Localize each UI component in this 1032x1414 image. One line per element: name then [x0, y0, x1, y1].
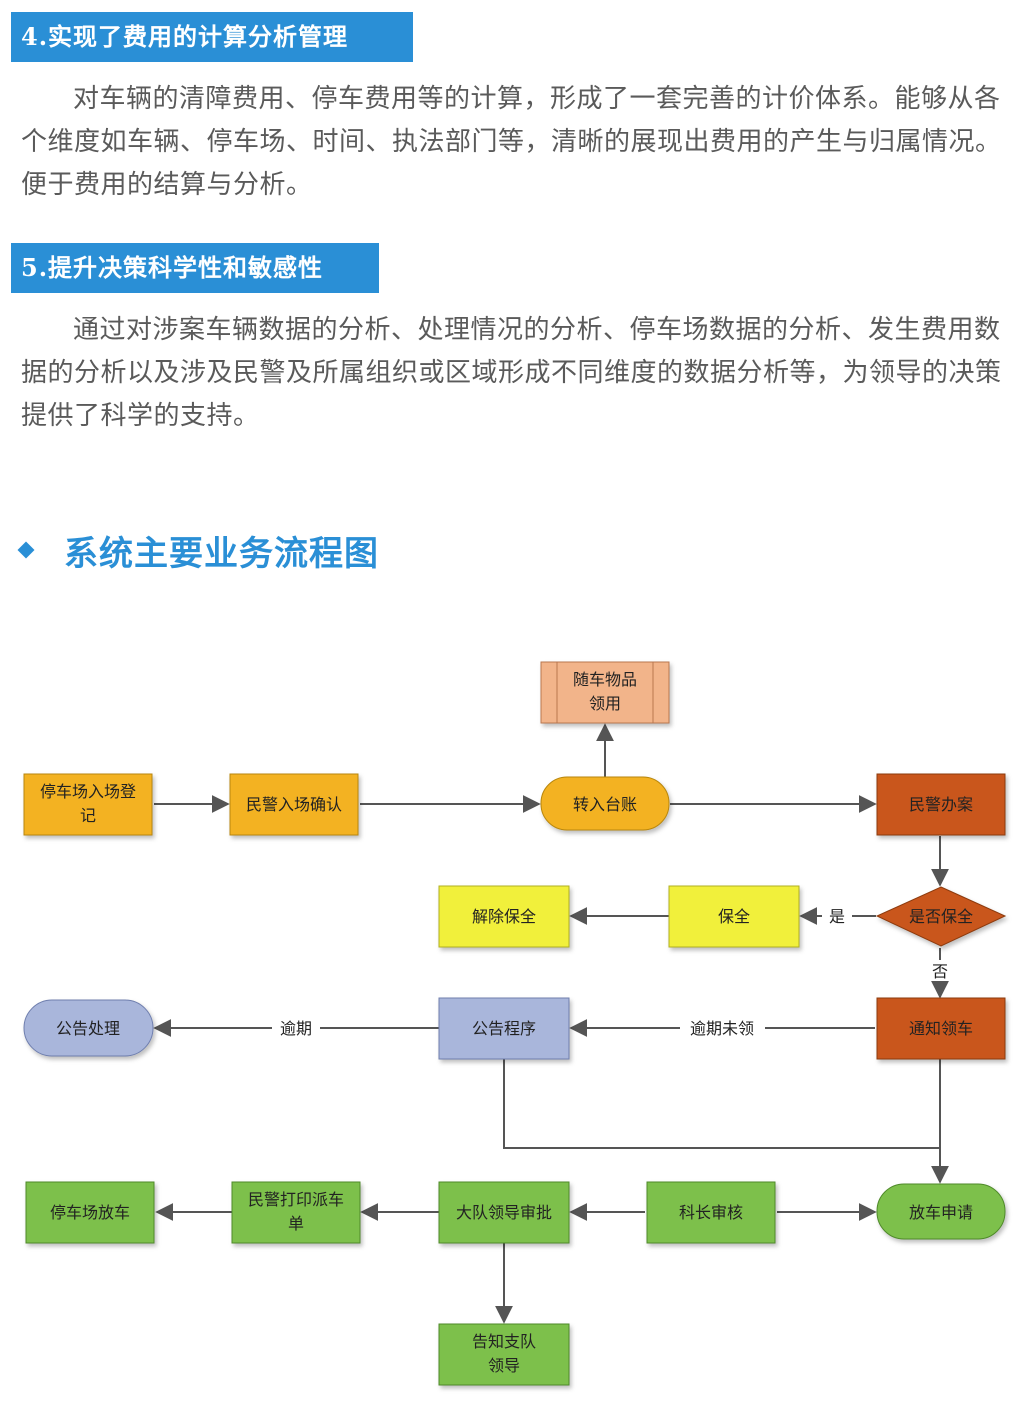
- node-inform-leader: 告知支队 领导: [438, 1323, 570, 1386]
- label-overdue-unclaimed: 逾期未领: [690, 1019, 754, 1038]
- node-notice-handle-text: 公告处理: [56, 1019, 120, 1038]
- flowchart-heading: 系统主要业务流程图: [64, 534, 379, 574]
- node-police-case: 民警办案: [876, 773, 1006, 836]
- node-police-case-text: 民警办案: [909, 795, 973, 814]
- section-4-title: 4.实现了费用的计算分析管理: [11, 12, 413, 62]
- label-yes: 是: [829, 907, 845, 926]
- node-lot-entry-line1: 停车场入场登: [40, 782, 136, 801]
- node-notify: 通知领车: [876, 997, 1006, 1060]
- node-police-confirm-text: 民警入场确认: [246, 795, 342, 814]
- node-lot-entry: 停车场入场登 记: [23, 773, 153, 836]
- node-inform-leader-line2: 领导: [488, 1356, 520, 1375]
- section-5-body: 通过对涉案车辆数据的分析、处理情况的分析、停车场数据的分析、发生费用数据的分析以…: [21, 315, 1002, 431]
- node-brigade-approve-text: 大队领导审批: [456, 1203, 552, 1222]
- node-notice-procedure: 公告程序: [438, 997, 570, 1060]
- node-release-preserve: 解除保全: [438, 885, 570, 948]
- node-notify-text: 通知领车: [909, 1019, 973, 1038]
- node-release-apply-text: 放车申请: [909, 1203, 973, 1222]
- node-lot-entry-line2: 记: [80, 806, 96, 825]
- node-brigade-approve: 大队领导审批: [438, 1181, 570, 1244]
- node-police-confirm: 民警入场确认: [229, 773, 359, 836]
- node-is-preserve-decision: 是否保全: [875, 886, 1007, 947]
- section-5-title: 5.提升决策科学性和敏感性: [11, 243, 379, 293]
- node-items-line2: 领用: [589, 694, 621, 713]
- node-ledger-text: 转入台账: [573, 795, 637, 814]
- label-no: 否: [932, 962, 948, 981]
- node-is-preserve-text: 是否保全: [909, 907, 973, 926]
- node-preserve-text: 保全: [718, 907, 750, 926]
- label-overdue: 逾期: [280, 1019, 312, 1038]
- node-chief-review-text: 科长审核: [679, 1203, 743, 1222]
- node-lot-release: 停车场放车: [25, 1181, 155, 1244]
- node-chief-review: 科长审核: [646, 1181, 776, 1244]
- node-ledger: 转入台账: [540, 776, 670, 831]
- node-release-apply: 放车申请: [876, 1183, 1006, 1240]
- node-items-line1: 随车物品: [573, 670, 637, 689]
- heading-bullet-icon: [17, 541, 35, 559]
- node-release-preserve-text: 解除保全: [472, 907, 536, 926]
- node-notice-handle: 公告处理: [23, 999, 154, 1057]
- node-preserve: 保全: [668, 885, 800, 948]
- business-flowchart: 是 否 逾期未领 逾期 停车场入场登 记 民警入场确认 转入台账 随车物品 领用…: [23, 661, 1007, 1386]
- node-notice-procedure-text: 公告程序: [472, 1019, 536, 1038]
- node-police-print-line1: 民警打印派车: [248, 1190, 344, 1209]
- node-inform-leader-line1: 告知支队: [472, 1332, 536, 1351]
- section-4-body: 对车辆的清障费用、停车费用等的计算，形成了一套完善的计价体系。能够从各个维度如车…: [21, 84, 1002, 200]
- node-police-print: 民警打印派车 单: [231, 1181, 361, 1244]
- node-police-print-line2: 单: [288, 1214, 304, 1233]
- node-lot-release-text: 停车场放车: [50, 1203, 130, 1222]
- node-items: 随车物品 领用: [540, 661, 670, 724]
- edge-notice-to-apply: [503, 1059, 940, 1149]
